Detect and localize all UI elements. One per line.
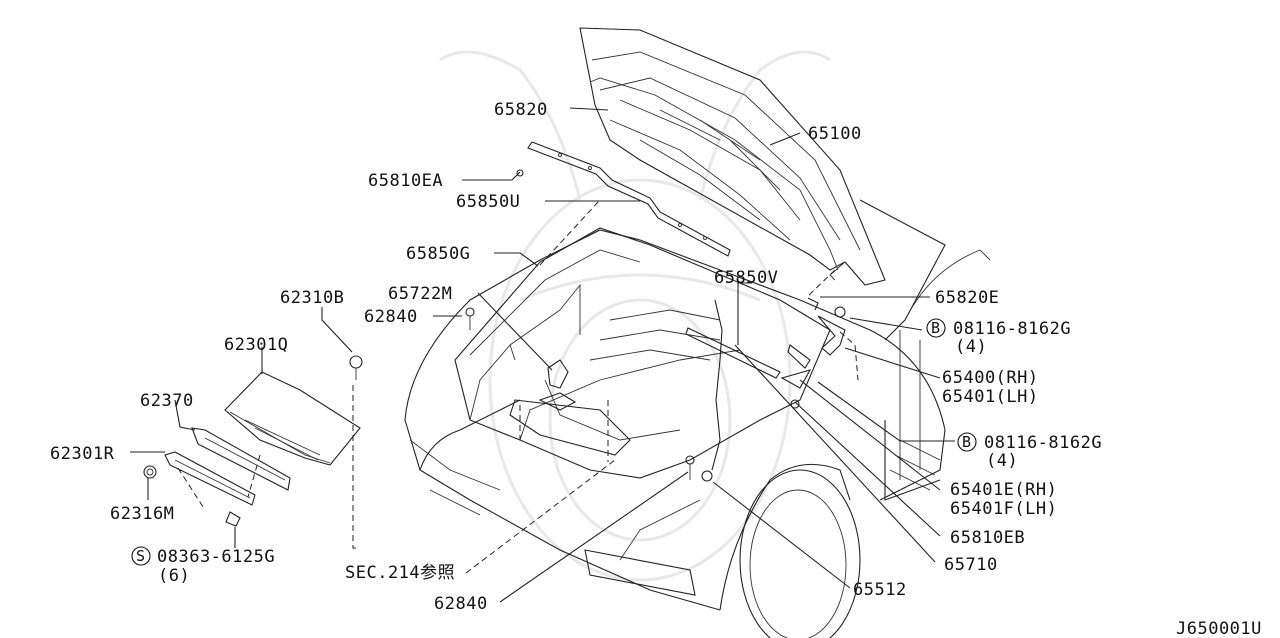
grille-clips (143, 465, 241, 527)
label-65401F: 65401F(LH) (950, 499, 1057, 519)
label-08116-upper-qty: (4) (955, 337, 987, 357)
hood-insulator (589, 77, 839, 271)
label-65850U: 65850U (456, 192, 520, 212)
label-08363-qty: (6) (158, 566, 190, 586)
label-65722M: 65722M (388, 284, 452, 304)
label-08116-lower: 08116-8162G (984, 433, 1102, 453)
label-62301R: 62301R (50, 444, 115, 464)
label-62310B: 62310B (280, 288, 344, 308)
hood-lock (538, 359, 577, 411)
hood-hinge (780, 297, 846, 409)
label-65820E: 65820E (935, 288, 999, 308)
label-08363: 08363-6125G (157, 547, 275, 567)
label-65810EA: 65810EA (368, 171, 443, 191)
bolt-b-letter-2: B (962, 433, 971, 451)
label-65810EB: 65810EB (950, 528, 1025, 548)
bolt-b-letter-1: B (931, 319, 940, 337)
screw-s-symbol (131, 546, 151, 566)
screw-s-letter: S (136, 547, 145, 565)
label-65401E: 65401E(RH) (950, 480, 1057, 500)
label-08116-upper: 08116-8162G (953, 319, 1071, 339)
hood-panel (579, 27, 886, 286)
label-65400: 65400(RH) (942, 368, 1039, 388)
fasteners (349, 169, 713, 482)
label-65820: 65820 (494, 100, 548, 120)
leader-lines (130, 107, 955, 603)
watermark-logo (439, 50, 831, 582)
label-62316M: 62316M (110, 504, 174, 524)
figure-code: J650001U (1176, 619, 1262, 638)
hood-seal-front (527, 141, 731, 257)
label-65100: 65100 (808, 124, 862, 144)
label-62840-upper: 62840 (364, 307, 418, 327)
label-62840-lower: 62840 (434, 594, 488, 614)
label-65710: 65710 (944, 555, 998, 575)
label-62301Q: 62301Q (224, 335, 288, 355)
grille-lower (164, 451, 256, 506)
part-labels: 65820 65100 65810EA 65850U 65850G 65850V… (50, 100, 1262, 638)
grille-insert (191, 427, 291, 491)
bolt-b-symbol-2 (957, 432, 977, 452)
label-65850G: 65850G (406, 244, 470, 264)
label-sec214: SEC.214参照 (345, 563, 455, 583)
car-body (404, 199, 991, 638)
bolt-b-symbol-1 (926, 318, 946, 338)
front-grille (224, 371, 361, 466)
label-62370: 62370 (140, 391, 194, 411)
hood-stay-rod (685, 299, 781, 471)
label-65401: 65401(LH) (942, 387, 1039, 407)
label-08116-lower-qty: (4) (986, 451, 1018, 471)
label-65512: 65512 (853, 580, 907, 600)
label-65850V: 65850V (714, 268, 778, 288)
